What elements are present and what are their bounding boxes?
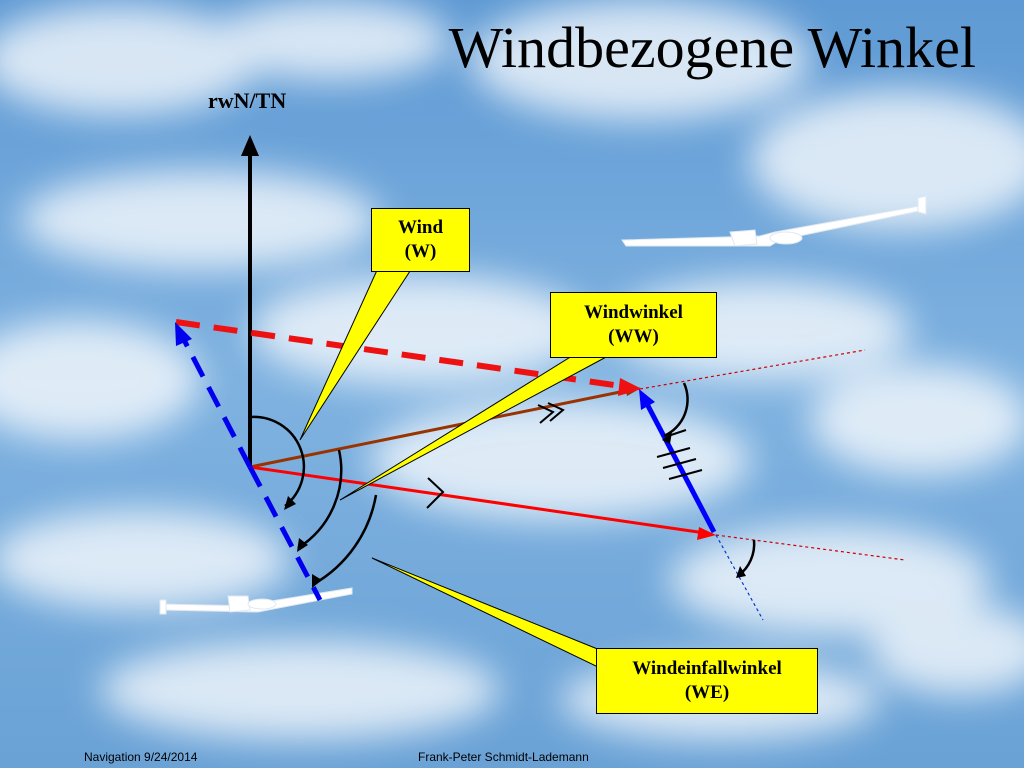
windeinfallwinkel-callout-line2: (WE) <box>684 682 730 703</box>
wind-callout: Wind (W) <box>371 208 470 272</box>
north-label: rwN/TN <box>208 88 287 113</box>
course-vector-line <box>643 400 717 534</box>
wind-vector-arrowhead <box>618 378 642 396</box>
wind-drift-dashed-line <box>247 465 323 602</box>
footer-left: Navigation 9/24/2014 <box>84 750 198 764</box>
track-extension-line <box>639 349 866 390</box>
wind-callout-line1: Wind <box>397 217 444 238</box>
vector-diagram <box>175 135 906 669</box>
footer-center: Frank-Peter Schmidt-Lademann <box>418 750 589 764</box>
angle-arrowheads <box>284 432 746 588</box>
heading-line <box>249 465 706 535</box>
windeinfallwinkel-callout: Windeinfallwinkel (WE) <box>596 648 818 714</box>
angle-arcs <box>249 382 756 586</box>
windwinkel-callout-line1: Windwinkel <box>584 302 683 323</box>
north-arrowhead <box>241 135 259 156</box>
course-extension-line <box>715 534 764 621</box>
wind-callout-line2: (W) <box>404 241 437 262</box>
parallel-marks <box>426 402 703 509</box>
course-vector-arrowhead <box>639 389 655 410</box>
windwinkel-callout: Windwinkel (WW) <box>550 292 717 358</box>
glider-bottom-left <box>159 587 353 615</box>
wind-direction-arrowhead <box>175 322 192 346</box>
wind-direction-dashed-line <box>179 334 253 469</box>
heading-arrowhead <box>697 527 716 540</box>
windeinfallwinkel-callout-line1: Windeinfallwinkel <box>632 658 782 679</box>
slide-title: Windbezogene Winkel <box>448 15 976 80</box>
track-line <box>249 388 631 469</box>
clouds <box>0 0 1024 740</box>
windwinkel-callout-line2: (WW) <box>608 326 659 347</box>
heading-extension-line <box>715 534 906 561</box>
glider-top-right <box>621 195 927 247</box>
